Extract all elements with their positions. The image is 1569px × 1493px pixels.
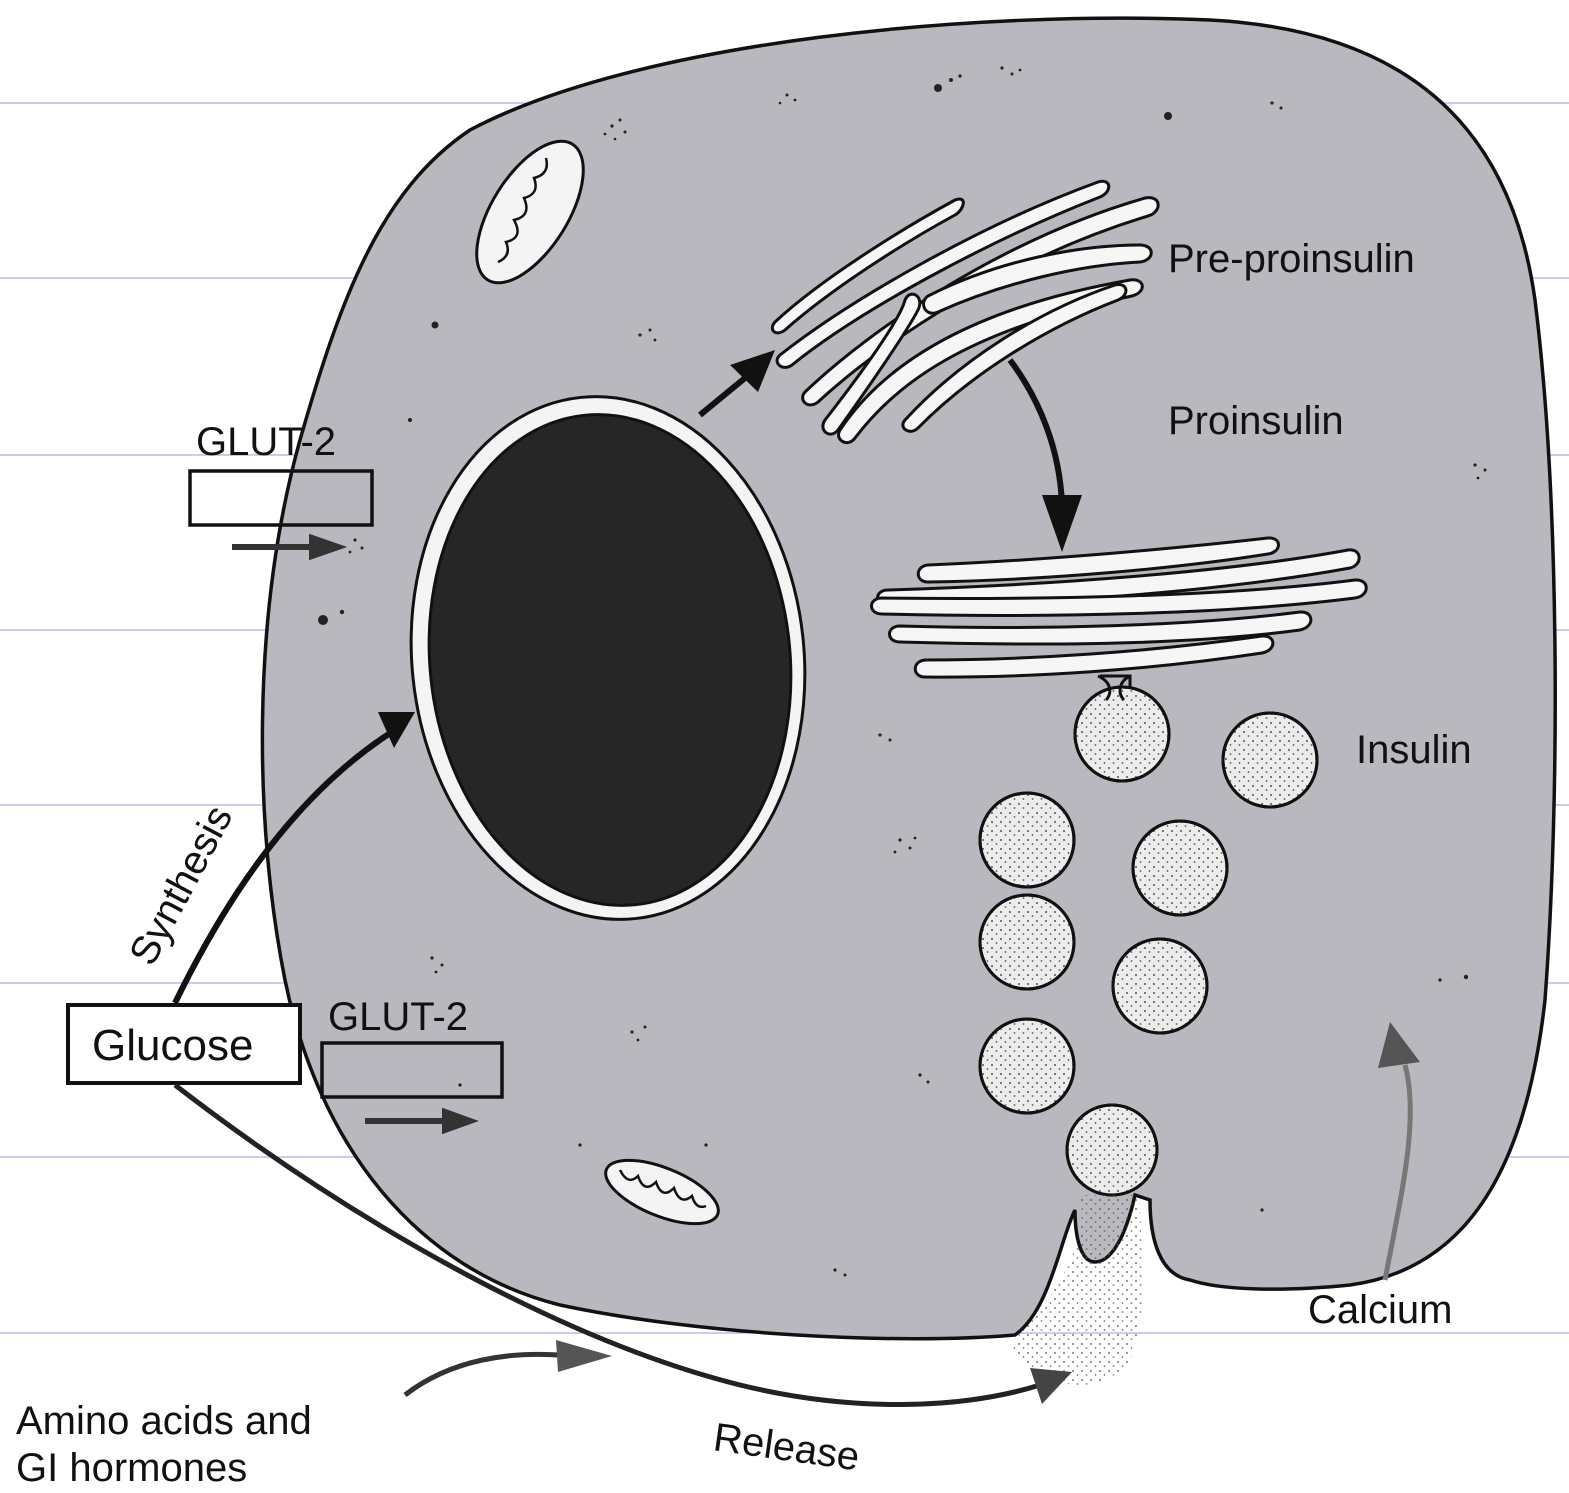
calcium-label: Calcium: [1308, 1288, 1452, 1332]
amino-acids-arrow: [405, 1354, 570, 1395]
amino-acids-label-line2: GI hormones: [16, 1446, 247, 1490]
synthesis-label: Synthesis: [121, 798, 241, 972]
release-arrowhead: [1030, 1368, 1072, 1404]
glut2-bottom-label: GLUT-2: [328, 995, 468, 1039]
amino-acids-arrowhead: [556, 1340, 612, 1372]
glucose-label: Glucose: [92, 1021, 253, 1070]
amino-acids-label-line1: Amino acids and: [16, 1399, 312, 1443]
release-label: Release: [711, 1415, 862, 1479]
proinsulin-label: Proinsulin: [1168, 399, 1344, 443]
insulin-label: Insulin: [1356, 728, 1472, 772]
glut2-top-label: GLUT-2: [196, 420, 336, 464]
pre-proinsulin-label: Pre-proinsulin: [1168, 237, 1415, 281]
